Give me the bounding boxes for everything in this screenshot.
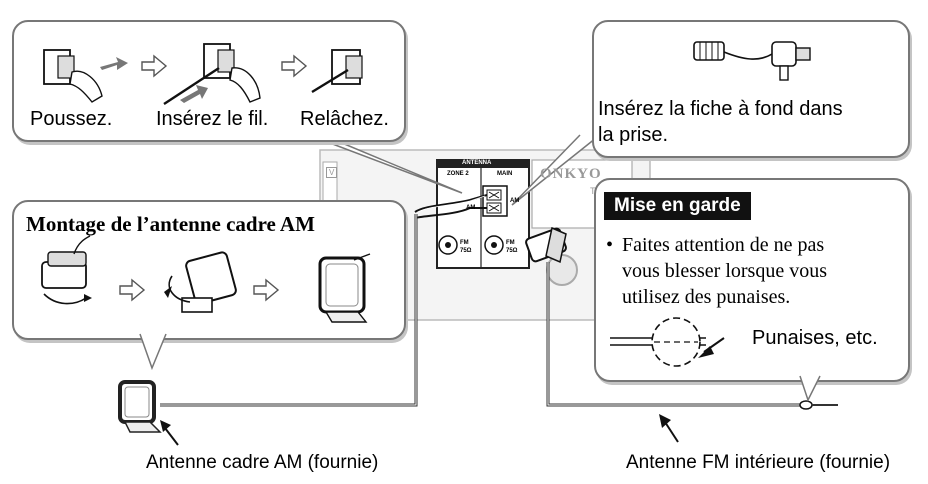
fm-plug-illustration xyxy=(693,41,811,81)
fm-plug-head xyxy=(771,41,797,67)
am-assembly-title: Montage de l’antenne cadre AM xyxy=(26,212,315,236)
fm-plug-stem xyxy=(779,65,789,81)
main-label: MAIN xyxy=(497,171,513,177)
am-pointer-line xyxy=(164,427,179,446)
next-arrow-icon-2 xyxy=(281,54,308,78)
assembled-loop-inner xyxy=(325,263,359,307)
caution-line3: utilisez des punaises. xyxy=(622,286,791,308)
am-pointer-arrowhead xyxy=(160,420,171,432)
brand-logo: ONKYO xyxy=(540,166,602,182)
am-wire-a-white xyxy=(417,195,486,213)
am-assembly-illustration xyxy=(41,235,371,323)
zone2-ohm-label: 75Ω xyxy=(460,248,472,254)
fm-plug-note-callout: Insérez la fiche à fond dans la prise. xyxy=(592,20,910,158)
insert-step-label: Insérez le fil. xyxy=(156,108,269,130)
wire-steps-callout: Poussez. Insérez le fil. Relâchez. xyxy=(12,20,406,142)
push-arrow-icon xyxy=(100,57,128,70)
caution-bullet: • xyxy=(606,234,614,256)
fmnote-callout-pointer xyxy=(511,134,597,206)
am-wire-b xyxy=(414,207,487,219)
antenna-header-bar xyxy=(437,160,529,168)
am-terminal-label: AM xyxy=(510,198,520,204)
push-finger xyxy=(69,70,103,103)
fm-socket-outer xyxy=(546,254,578,286)
pushpin-illustration xyxy=(610,317,725,367)
main-fm-jack-center xyxy=(491,242,497,248)
caution-callout: Mise en garde • Faites attention de ne p… xyxy=(594,178,910,382)
zone2-fm-label: FM xyxy=(460,240,469,246)
rotate-arrow-icon-2 xyxy=(168,275,191,303)
am-cable-inner xyxy=(160,214,417,406)
insert-terminal-lever xyxy=(217,49,235,73)
push-step-illustration xyxy=(43,43,363,106)
am-wire-a xyxy=(414,194,488,213)
assembly-arrow-icon-1 xyxy=(119,278,146,302)
assembly-arrow-icon-2 xyxy=(253,278,280,302)
release-step-label: Relâchez. xyxy=(300,108,389,130)
rotate-arrow-head-2 xyxy=(164,286,172,298)
v-mark: V xyxy=(326,167,338,178)
push-terminal-lever xyxy=(57,55,75,79)
fm-pointer-line xyxy=(664,421,679,443)
am-assembly-callout: Montage de l’antenne cadre AM xyxy=(12,200,406,340)
folded-antenna-leader xyxy=(73,235,91,255)
fm-plug-note-line2: la prise. xyxy=(598,124,669,146)
push-step-label: Poussez. xyxy=(30,108,113,130)
fm-cable-end-knot xyxy=(799,400,813,410)
folded-antenna-loop xyxy=(47,251,87,267)
main-fm-label: FM xyxy=(506,240,515,246)
fm-plug-ferrite xyxy=(693,41,725,61)
unfolding-stand xyxy=(181,297,213,313)
caution-line2: vous blesser lorsque vous xyxy=(622,260,827,282)
fm-pointer-arrowhead xyxy=(659,414,671,428)
antenna-panel-title: ANTENNA xyxy=(462,160,492,166)
main-ohm-label: 75Ω xyxy=(506,248,518,254)
rotate-arrow-head-1 xyxy=(84,294,92,302)
insert-finger xyxy=(229,67,261,103)
next-arrow-icon-1 xyxy=(141,54,168,78)
steps-callout-pointer xyxy=(321,137,463,194)
fm-plug-ferrite-ridges xyxy=(699,42,719,60)
fm-plug-lead xyxy=(723,51,773,60)
release-wire xyxy=(311,68,349,94)
am-antenna-caption: Antenne cadre AM (fournie) xyxy=(146,452,379,473)
caution-title: Mise en garde xyxy=(604,192,751,220)
insert-wire xyxy=(163,66,220,106)
fm-antenna-caption: Antenne FM intérieure (fournie) xyxy=(626,452,891,473)
am-loop-stand xyxy=(123,421,162,433)
fm-plug-note-line1: Insérez la fiche à fond dans xyxy=(598,98,843,120)
fm-plug-barrel xyxy=(545,226,567,264)
fm-cable-inner xyxy=(547,262,800,406)
zone2-label: ZONE 2 xyxy=(447,171,469,177)
am-wire-label: AM xyxy=(466,205,476,211)
pushpin-pointer-arrowhead xyxy=(698,346,714,358)
assembled-stand xyxy=(324,311,368,323)
rotate-arrow-icon-1 xyxy=(43,293,87,305)
assembled-lead xyxy=(353,253,371,261)
zone2-fm-jack-center xyxy=(445,242,451,248)
caution-line1: Faites attention de ne pas xyxy=(622,234,825,256)
am-terminal-2-mark xyxy=(488,204,500,212)
am-terminal-1-mark xyxy=(488,191,500,199)
insert-arrow-icon xyxy=(180,85,208,103)
pushpins-label: Punaises, etc. xyxy=(752,327,878,349)
am-loop-antenna-inner xyxy=(124,386,150,418)
unfolding-loop xyxy=(185,251,237,305)
fm-plug-tip xyxy=(795,47,811,61)
release-terminal-lever xyxy=(345,55,363,79)
